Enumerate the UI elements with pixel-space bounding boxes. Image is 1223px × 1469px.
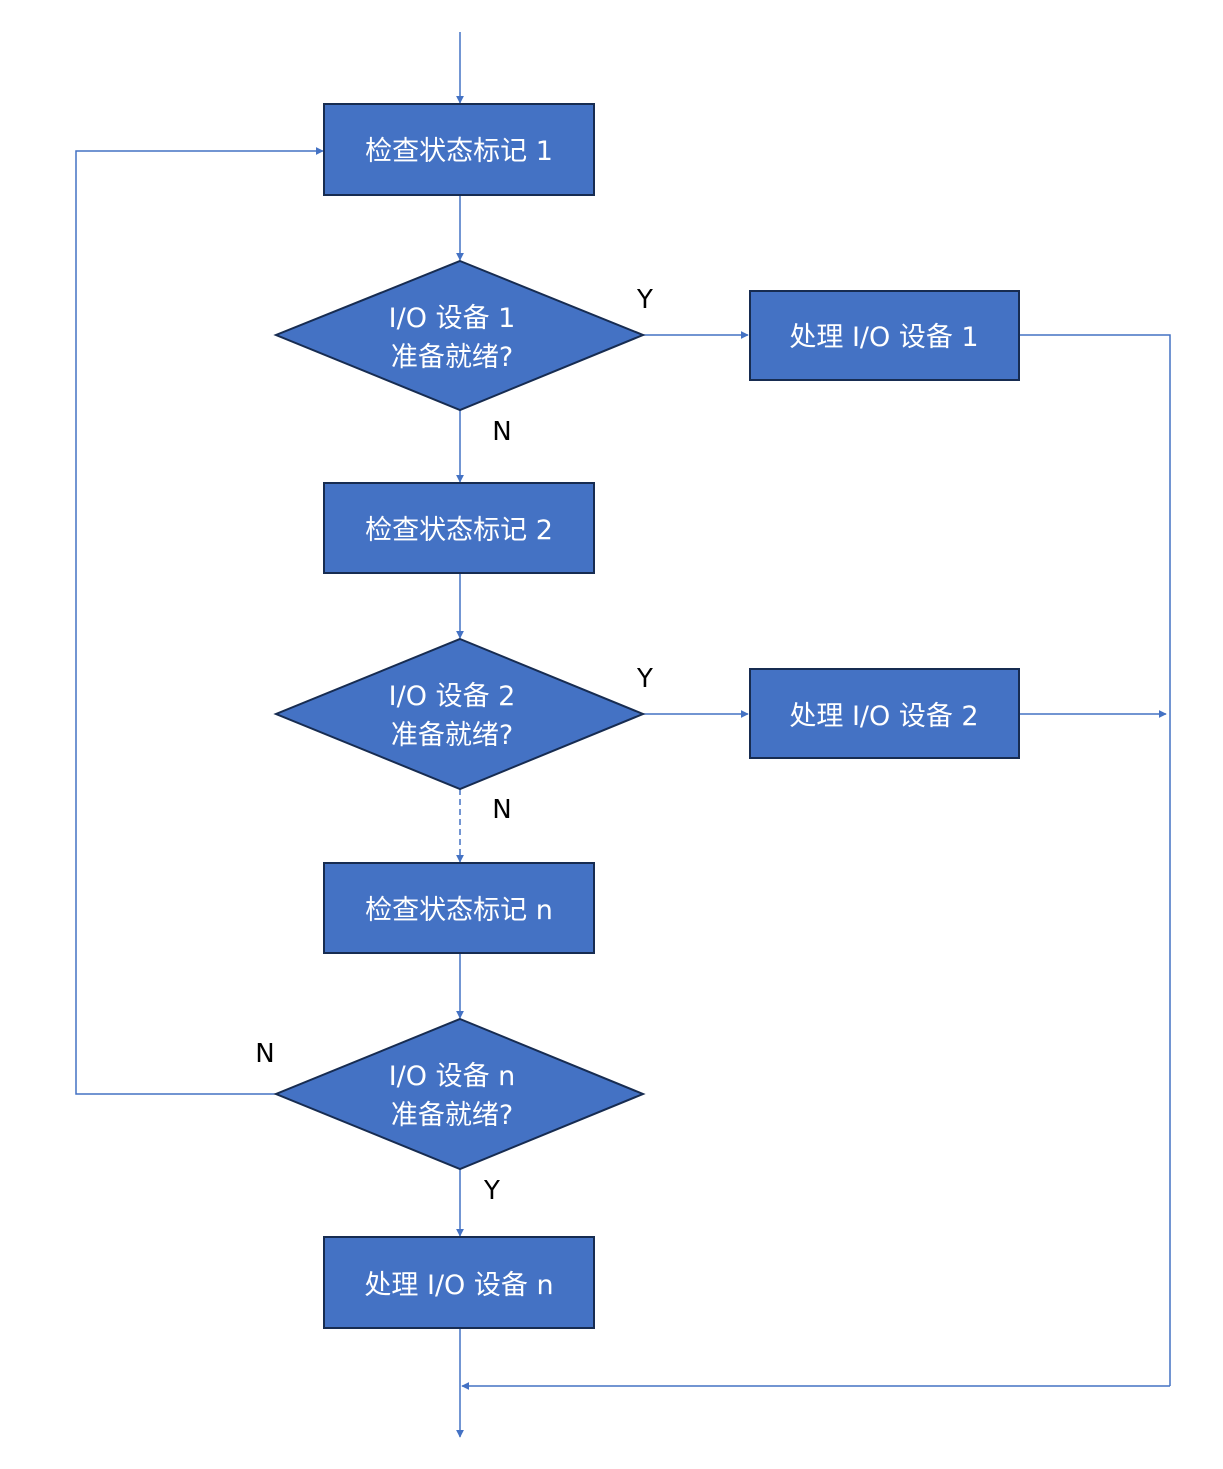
node-check-flag-1[interactable]: 检查状态标记 1 [323, 103, 595, 196]
process-box [323, 1236, 595, 1329]
edge-label-decide2-yes: Y [636, 664, 653, 694]
node-label: 处理 I/O 设备 1 [789, 322, 978, 353]
node-label: 检查状态标记 1 [365, 136, 553, 167]
decision-line-1: I/O 设备 n [389, 1061, 516, 1092]
decision-line-1: I/O 设备 2 [389, 681, 516, 712]
node-devicen-ready-decision[interactable]: I/O 设备 n 准备就绪? [273, 1017, 646, 1171]
edge-handle1-to-merge-rail [1019, 334, 1171, 1386]
node-label: 检查状态标记 n [365, 895, 553, 926]
node-check-flag-2[interactable]: 检查状态标记 2 [323, 482, 595, 574]
decision-line-1: I/O 设备 1 [389, 303, 516, 334]
node-device2-ready-decision[interactable]: I/O 设备 2 准备就绪? [273, 637, 646, 791]
edge-label-decide2-no: N [492, 795, 511, 825]
node-label: 处理 I/O 设备 2 [789, 701, 978, 732]
node-device1-ready-decision[interactable]: I/O 设备 1 准备就绪? [273, 259, 646, 412]
edge-label-decide1-yes: Y [636, 285, 653, 315]
process-box [749, 668, 1020, 759]
process-box [323, 862, 595, 954]
process-box [749, 290, 1020, 381]
process-box [323, 103, 595, 196]
process-box [323, 482, 595, 574]
decision-line-2: 准备就绪? [391, 720, 513, 751]
decision-line-2: 准备就绪? [391, 342, 513, 373]
node-handle-device-2[interactable]: 处理 I/O 设备 2 [749, 668, 1020, 759]
node-label: 检查状态标记 2 [365, 515, 553, 546]
edge-label-deciden-no: N [255, 1039, 274, 1069]
node-check-flag-n[interactable]: 检查状态标记 n [323, 862, 595, 954]
edge-label-deciden-yes: Y [483, 1176, 500, 1206]
decision-diamond [273, 259, 646, 412]
decision-diamond [273, 637, 646, 791]
node-handle-device-1[interactable]: 处理 I/O 设备 1 [749, 290, 1020, 381]
edge-label-decide1-no: N [492, 417, 511, 447]
decision-line-2: 准备就绪? [391, 1100, 513, 1131]
node-label: 处理 I/O 设备 n [364, 1270, 553, 1301]
edge-deciden-no-loop-to-check1 [75, 147, 324, 1095]
node-handle-device-n[interactable]: 处理 I/O 设备 n [323, 1236, 595, 1329]
decision-diamond [273, 1017, 646, 1171]
